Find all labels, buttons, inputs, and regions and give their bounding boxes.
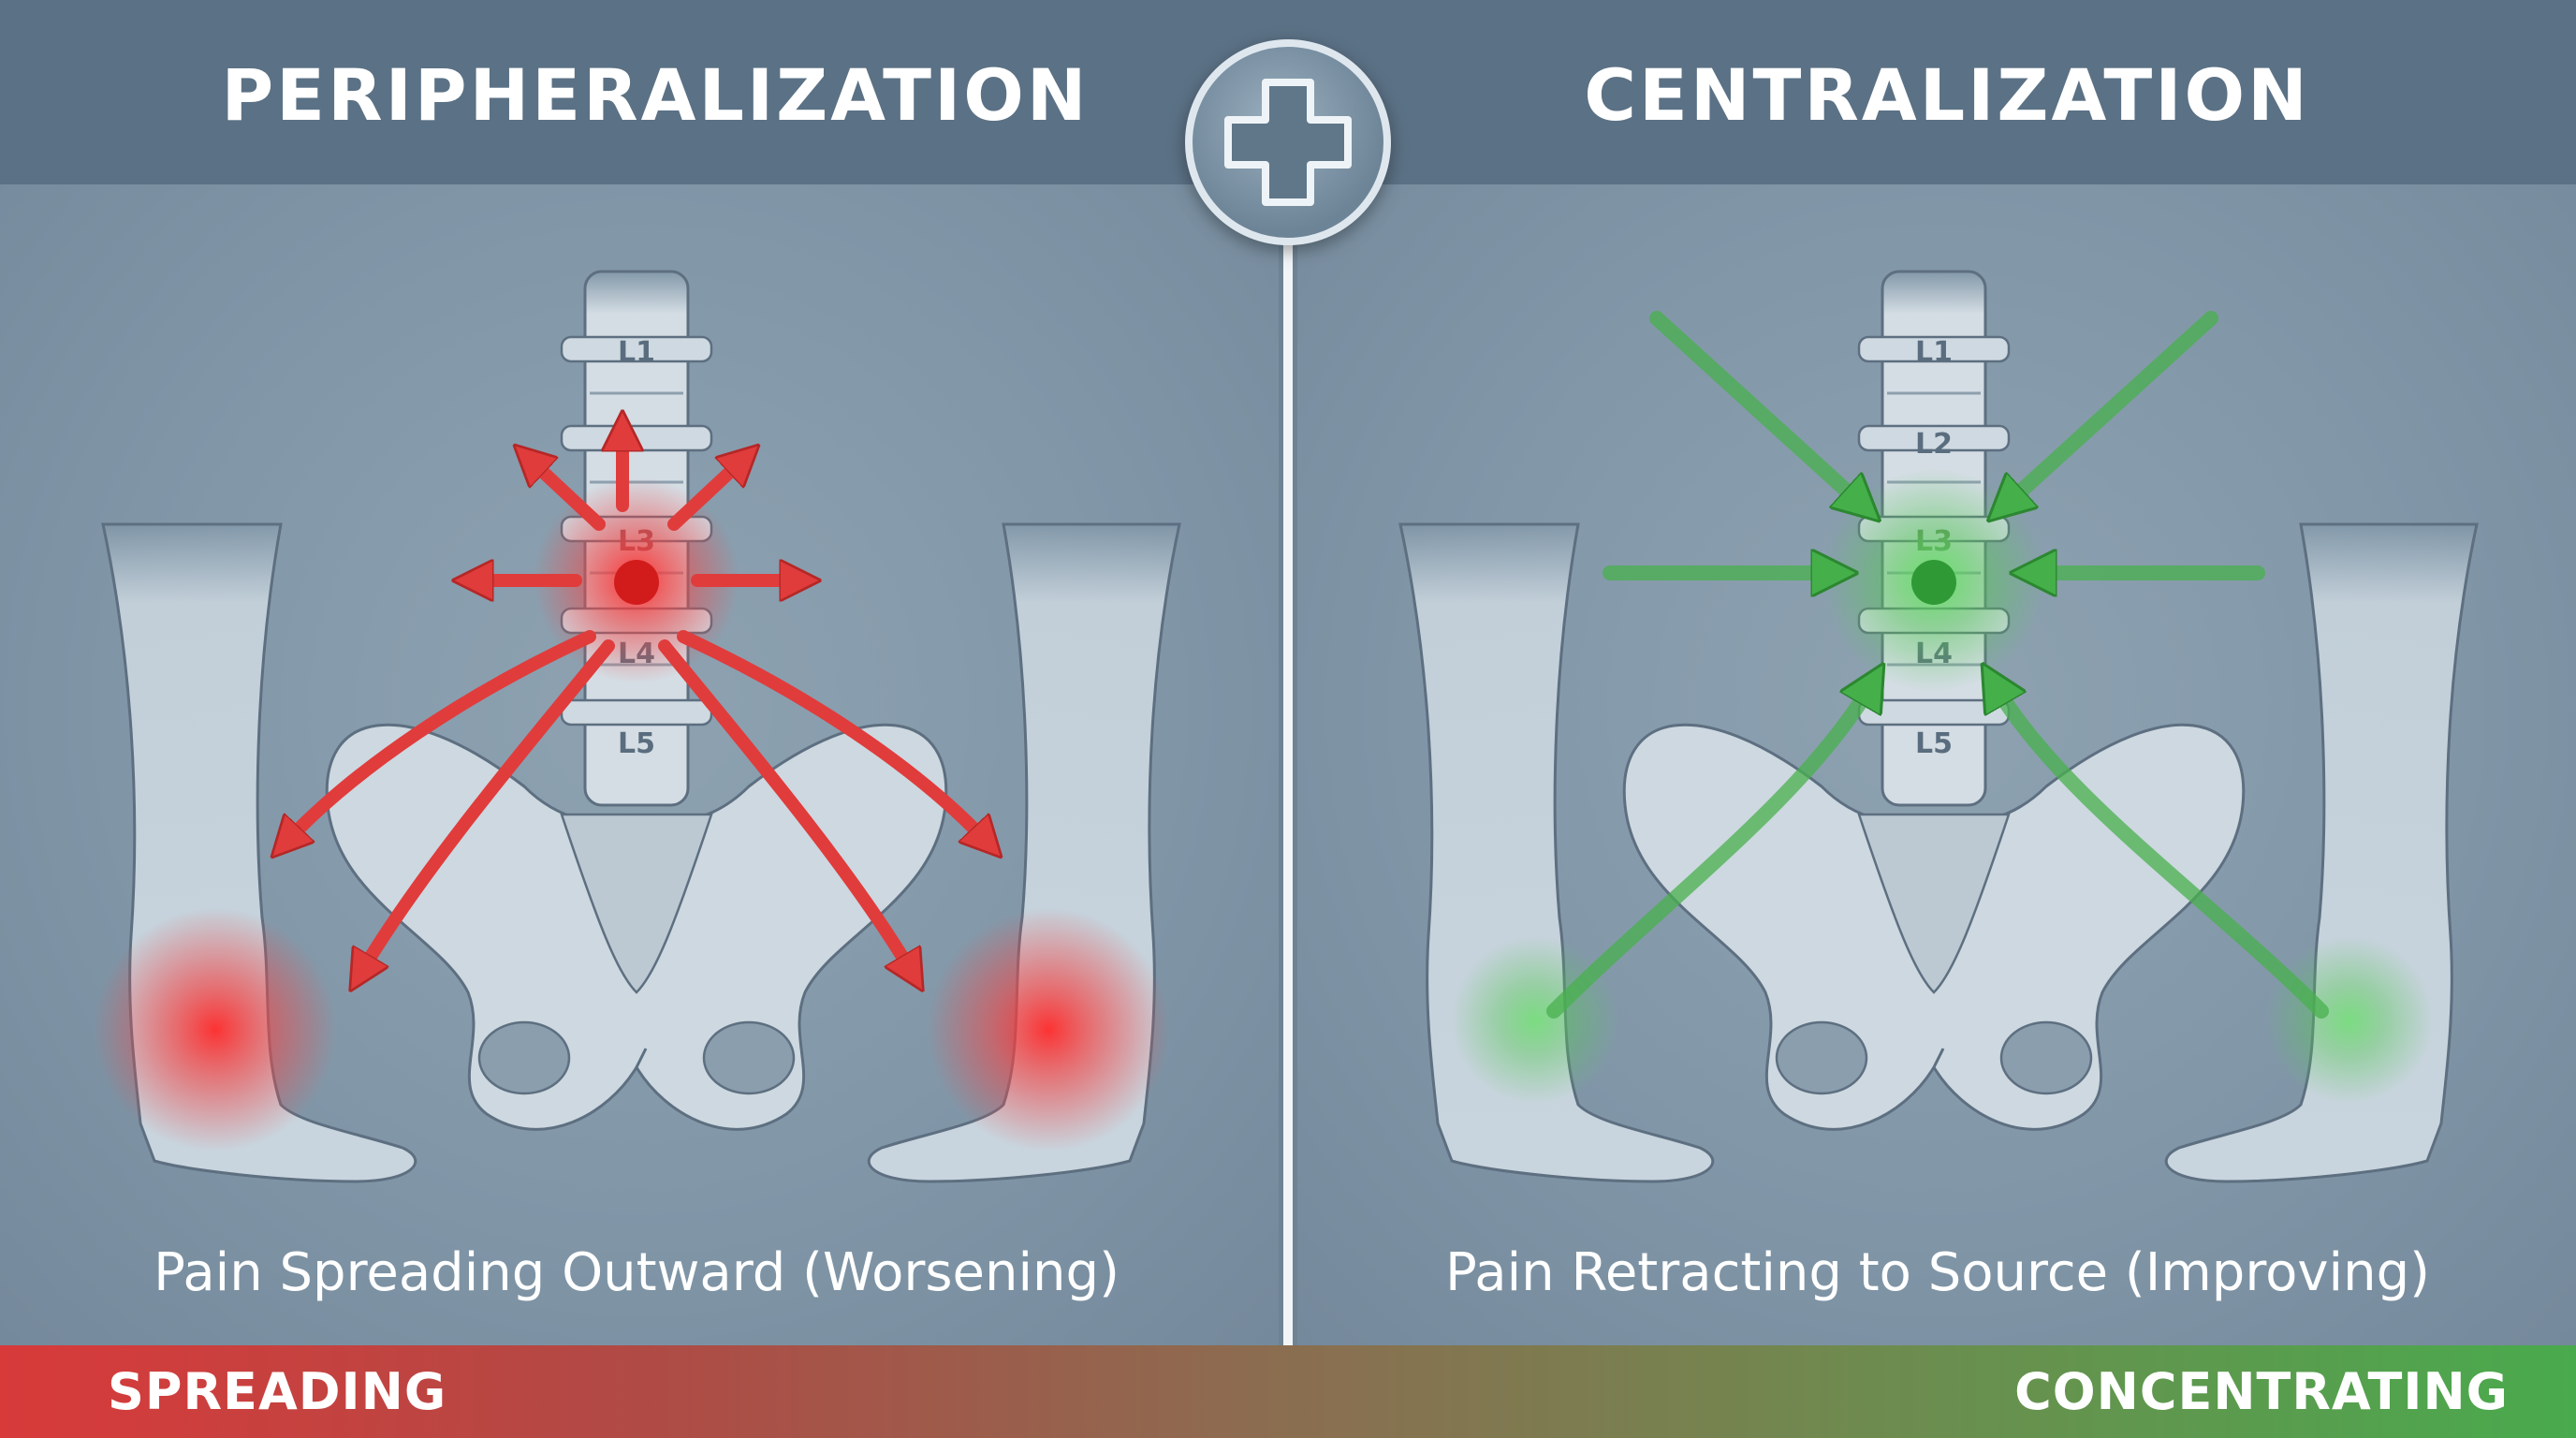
spectrum-bar xyxy=(0,1345,2576,1438)
left-vertebra-l1: L1 xyxy=(618,336,655,369)
red-arrow-up-left xyxy=(529,459,606,531)
red-arrow-far-left xyxy=(285,630,596,843)
left-pain-source-dot xyxy=(614,560,659,605)
left-foot-pain-glow-right xyxy=(927,908,1170,1152)
panel-divider xyxy=(1283,184,1293,1345)
left-foot-pain-glow-left xyxy=(94,908,337,1152)
left-caption: Pain Spreading Outward (Worsening) xyxy=(154,1242,1120,1303)
medical-cross-icon xyxy=(1224,79,1352,206)
red-arrow-down-right xyxy=(658,639,913,974)
green-arrow-from-right-foot xyxy=(1994,683,2329,1019)
right-pain-source-dot xyxy=(1911,560,1956,605)
peripheralization-title: PERIPHERALIZATION xyxy=(221,53,1090,137)
green-arrows xyxy=(1546,311,2329,1019)
right-foot-glow-right xyxy=(2265,936,2434,1105)
red-arrow-up-right xyxy=(667,459,744,531)
right-caption: Pain Retracting to Source (Improving) xyxy=(1445,1242,2430,1303)
right-pelvis xyxy=(1622,723,2246,1131)
left-pelvis xyxy=(325,723,948,1131)
green-arrow-top-left xyxy=(1649,311,1863,506)
concentrating-label: CONCENTRATING xyxy=(2014,1362,2509,1421)
red-arrow-far-right xyxy=(677,630,988,843)
right-vertebra-l1: L1 xyxy=(1915,336,1953,369)
right-vertebra-l2: L2 xyxy=(1915,428,1953,461)
spreading-label: SPREADING xyxy=(108,1362,447,1421)
left-vertebra-l5: L5 xyxy=(618,727,655,760)
medical-cross-badge xyxy=(1185,39,1391,245)
red-arrows xyxy=(285,431,988,974)
centralization-title: CENTRALIZATION xyxy=(1584,53,2310,137)
right-vertebra-l5: L5 xyxy=(1915,727,1953,760)
red-arrow-down-left xyxy=(360,639,615,974)
green-arrow-top-right xyxy=(2005,311,2218,506)
right-foot-glow-left xyxy=(1451,936,1619,1105)
green-arrow-from-left-foot xyxy=(1546,683,1872,1019)
